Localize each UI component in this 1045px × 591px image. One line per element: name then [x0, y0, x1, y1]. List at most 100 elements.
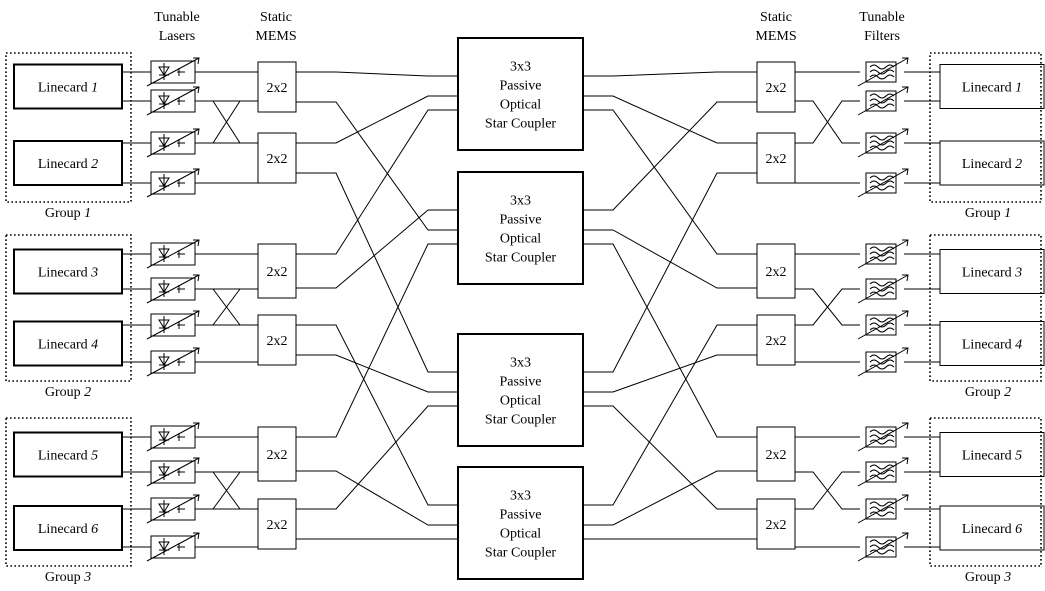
mems-label: 2x2 [267, 518, 288, 533]
tunable-filter-icon [857, 494, 909, 524]
linecard-box-left [13, 63, 123, 110]
linecard-label: Linecard 3 [38, 266, 98, 281]
static-mems-2x2-left [257, 426, 297, 482]
tunable-filter-icon [857, 128, 909, 158]
linecard-box-right [939, 321, 1045, 366]
tunable-laser-icon [146, 168, 200, 198]
group-border-left [5, 417, 132, 567]
tunable-laser-icon [146, 86, 200, 116]
svg-text:Static: Static [260, 10, 292, 25]
tunable-laser-icon [146, 57, 200, 87]
wire-mems-coupler [296, 405, 458, 510]
svg-text:Tunable: Tunable [859, 10, 904, 25]
tunable-filter-icon [857, 274, 909, 304]
static-mems-2x2-right [756, 498, 796, 550]
group-label-left: Group 2 [45, 385, 91, 400]
wire-coupler-mems [583, 324, 757, 506]
tunable-laser-icon [146, 239, 200, 269]
wire-mems-coupler [296, 324, 458, 506]
tunable-filter-icon [857, 239, 909, 269]
coupler-label: 3x3 [510, 489, 531, 504]
header-static-mems-left: Static MEMS [255, 10, 296, 44]
tunable-filter-icon [857, 86, 909, 116]
group-border-right [929, 52, 1042, 203]
svg-text:Filters: Filters [864, 29, 900, 44]
wire-mems-filter-cross [795, 471, 860, 510]
star-coupler-box [457, 466, 584, 580]
group-border-right [929, 417, 1042, 567]
header-tunable-filters: Tunable Filters [859, 10, 904, 44]
mems-label: 2x2 [766, 81, 787, 96]
coupler-label: Passive [500, 79, 542, 94]
static-mems-2x2-left [257, 243, 297, 299]
tunable-laser-icon [146, 532, 200, 562]
static-mems-2x2-left [257, 498, 297, 550]
coupler-label: Optical [500, 394, 541, 409]
coupler-label: Optical [500, 232, 541, 247]
tunable-laser-icon [146, 310, 200, 340]
linecard-box-right [939, 64, 1045, 109]
mems-label: 2x2 [267, 334, 288, 349]
wire-coupler-mems [583, 405, 757, 510]
linecard-label: Linecard 2 [962, 157, 1022, 172]
coupler-label: Star Coupler [485, 117, 556, 132]
static-mems-2x2-right [756, 243, 796, 299]
static-mems-2x2-left [257, 61, 297, 113]
group-label-right: Group 2 [965, 385, 1011, 400]
wire-laser-cross [212, 471, 241, 510]
group-label-left: Group 1 [45, 206, 91, 221]
wire-coupler-mems [583, 354, 757, 393]
linecard-label: Linecard 5 [38, 449, 98, 464]
wire-coupler-mems [583, 101, 757, 211]
coupler-label: 3x3 [510, 60, 531, 75]
wire-laser-cross [212, 100, 241, 144]
coupler-label: Star Coupler [485, 546, 556, 561]
coupler-label: Star Coupler [485, 413, 556, 428]
wire-laser-cross [212, 288, 241, 326]
linecard-label: Linecard 6 [38, 522, 98, 537]
group-border-left [5, 234, 132, 382]
linecard-box-right [939, 249, 1045, 294]
tunable-filter-icon [857, 310, 909, 340]
linecard-label: Linecard 4 [962, 338, 1022, 353]
static-mems-2x2-right [756, 314, 796, 366]
tunable-filter-icon [857, 422, 909, 452]
mems-label: 2x2 [766, 334, 787, 349]
wire-coupler-mems [583, 109, 757, 255]
wire-mems-coupler [296, 172, 458, 373]
mems-label: 2x2 [766, 518, 787, 533]
linecard-box-left [13, 140, 123, 186]
wire-mems-coupler [296, 101, 458, 231]
wire-mems-coupler [296, 470, 458, 526]
static-mems-2x2-left [257, 132, 297, 184]
static-mems-2x2-right [756, 132, 796, 184]
wire-mems-coupler [296, 209, 458, 289]
static-mems-2x2-left [257, 314, 297, 366]
linecard-box-left [13, 505, 123, 551]
wire-mems-coupler [296, 354, 458, 393]
linecard-label: Linecard 6 [962, 522, 1022, 537]
mems-label: 2x2 [267, 265, 288, 280]
group-border-right [929, 234, 1042, 382]
wire-mems-coupler [296, 95, 458, 144]
header-tunable-lasers: Tunable Lasers [154, 10, 199, 44]
coupler-label: Passive [500, 508, 542, 523]
wire-coupler-mems [583, 470, 757, 526]
mems-label: 2x2 [267, 81, 288, 96]
wire-coupler-mems [583, 229, 757, 289]
group-label-left: Group 3 [45, 570, 91, 585]
svg-text:Static: Static [760, 10, 792, 25]
wire-coupler-mems [583, 95, 757, 144]
header-static-mems-right: Static MEMS [755, 10, 796, 44]
linecard-label: Linecard 1 [962, 81, 1022, 96]
group-border-left [5, 52, 132, 203]
wire-mems-filter-cross [795, 100, 860, 144]
tunable-laser-icon [146, 457, 200, 487]
linecard-box-left [13, 431, 123, 478]
svg-text:MEMS: MEMS [255, 29, 296, 44]
tunable-filter-icon [857, 57, 909, 87]
coupler-label: Optical [500, 527, 541, 542]
linecard-label: Linecard 3 [962, 266, 1022, 281]
coupler-label: Optical [500, 98, 541, 113]
